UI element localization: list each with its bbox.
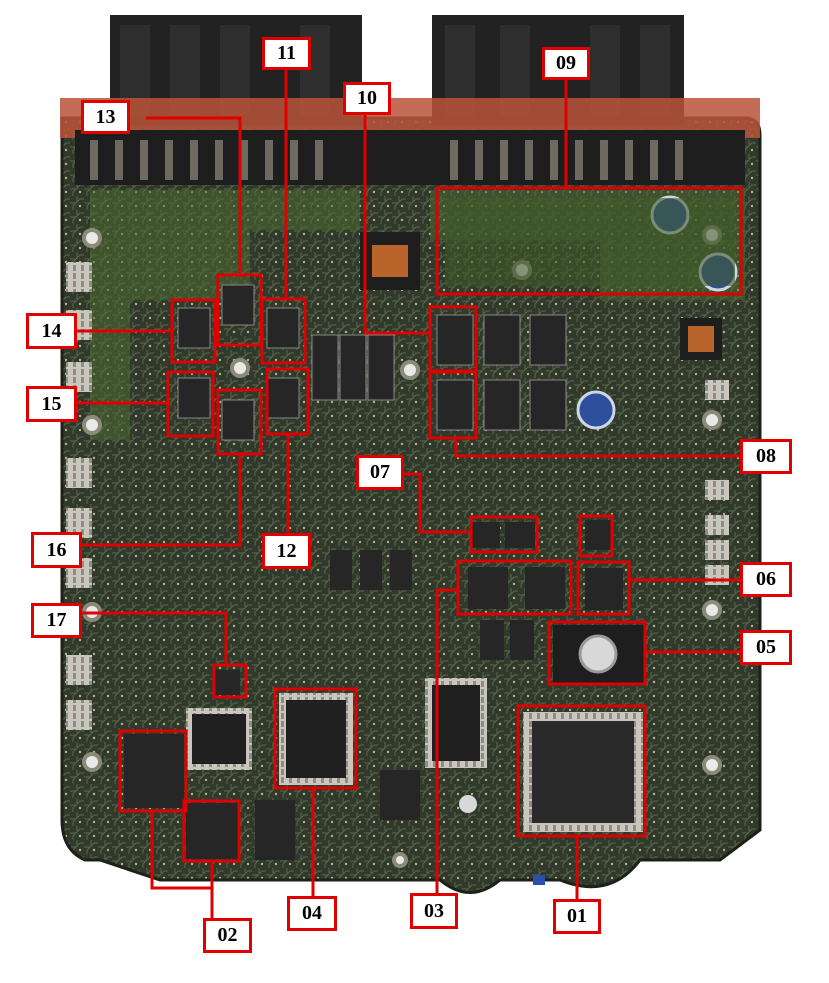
highlight-09 [435, 186, 743, 296]
leader-16 [82, 454, 242, 547]
callout-10: 10 [343, 82, 391, 115]
qfp-chip-left [186, 708, 252, 770]
callout-04: 04 [287, 896, 337, 931]
ground-plane [70, 190, 360, 440]
highlight-03 [456, 559, 573, 616]
callout-03: 03 [410, 893, 458, 929]
qfp-chip-04 [279, 693, 353, 785]
callout-12: 12 [262, 533, 311, 569]
leader-07 [404, 472, 471, 534]
callout-13: 13 [81, 100, 130, 134]
annotations [77, 68, 743, 920]
eeprom-chips-02 [124, 734, 238, 859]
leader-02 [150, 811, 214, 890]
edge-pads-right [705, 380, 729, 585]
pressure-sensor [553, 625, 645, 683]
highlight-06b [576, 560, 631, 616]
callout-09: 09 [542, 47, 590, 80]
callout-11: 11 [262, 37, 311, 70]
leader-13 [146, 116, 242, 275]
highlight-04 [273, 687, 358, 790]
callout-17: 17 [31, 603, 82, 638]
highlight-06a [578, 514, 614, 558]
leader-10 [363, 112, 430, 335]
small-ics [215, 520, 623, 860]
highlight-07 [469, 515, 539, 554]
regulator-area-09 [445, 198, 735, 286]
callout-14: 14 [26, 313, 77, 349]
callout-06: 06 [740, 562, 792, 597]
highlight-01 [516, 704, 647, 838]
leader-17 [82, 611, 228, 665]
connector-pins [90, 140, 683, 180]
callout-02: 02 [203, 918, 252, 953]
highlight-08 [428, 370, 478, 440]
crystal [459, 795, 477, 813]
microcontroller-qfp [523, 712, 643, 832]
highlight-17 [212, 663, 248, 699]
callout-01: 01 [553, 899, 601, 934]
power-mosfets [177, 284, 567, 441]
callout-05: 05 [740, 630, 792, 665]
blue-component [533, 875, 545, 885]
qfp-chip-mid [425, 678, 487, 768]
callout-07: 07 [356, 455, 404, 490]
leader-03 [435, 588, 458, 893]
callout-08: 08 [740, 439, 792, 474]
callout-16: 16 [31, 532, 82, 568]
callout-15: 15 [26, 386, 77, 422]
connector-pin-row [75, 130, 745, 185]
leader-08 [454, 438, 740, 458]
inductors [360, 232, 722, 360]
